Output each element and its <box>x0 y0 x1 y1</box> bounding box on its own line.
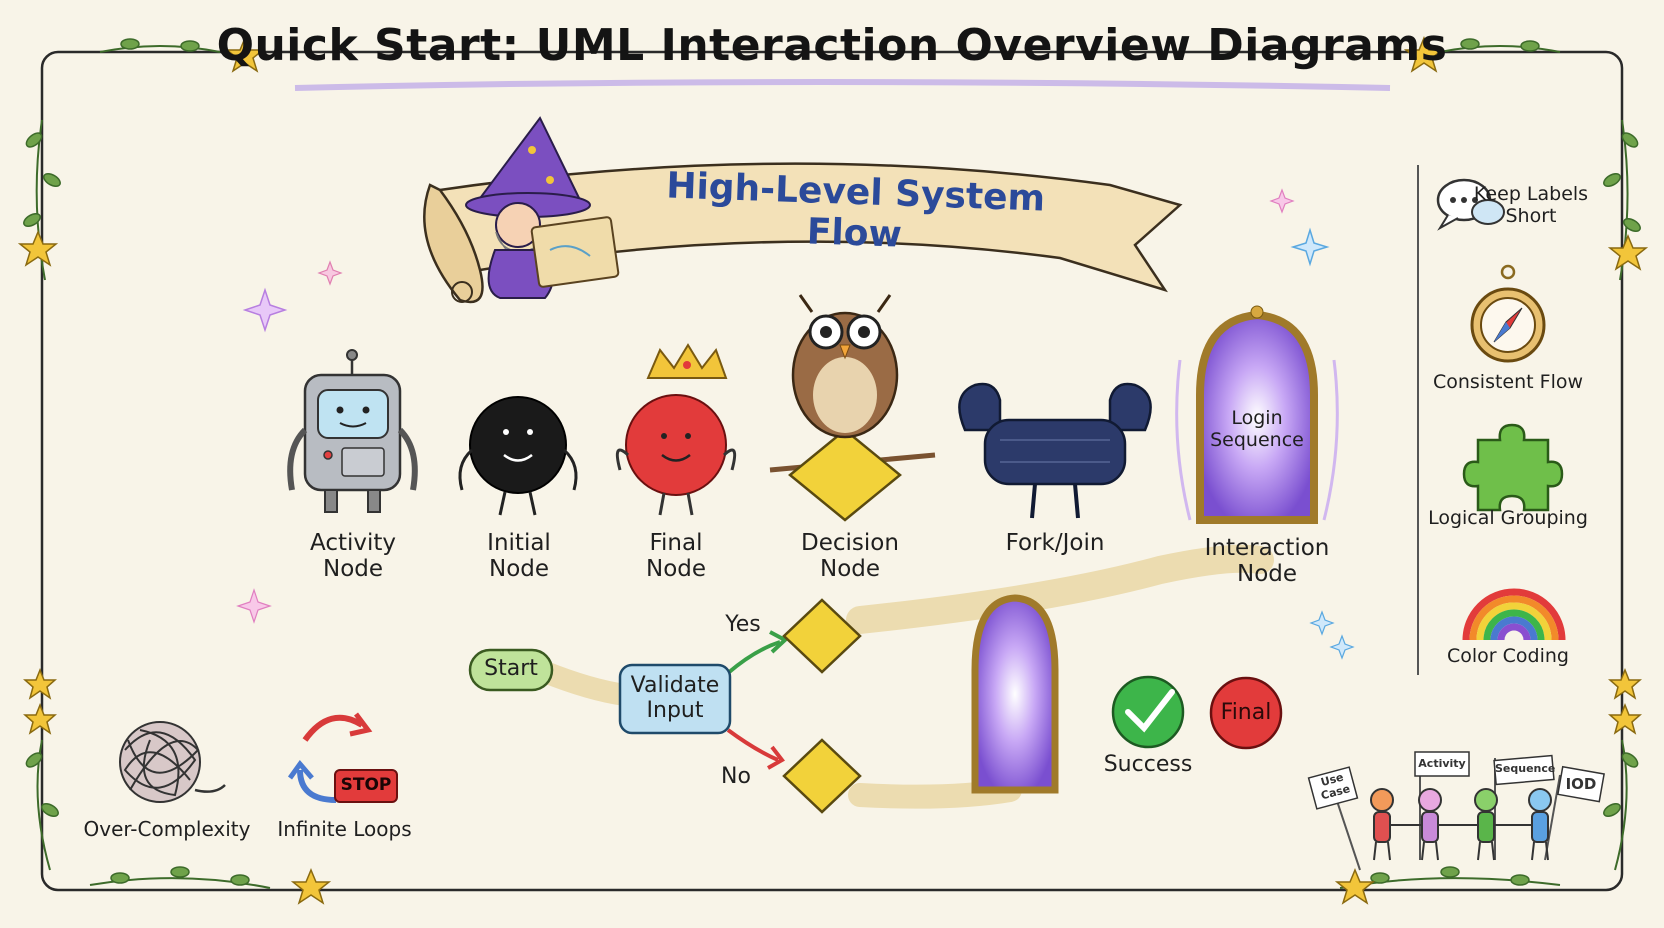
wizard-mascot-icon <box>465 116 620 299</box>
banner-title: High-Level System Flow <box>665 165 1046 256</box>
portal-interaction-node-icon <box>1175 305 1339 524</box>
activity-node-label: Activity Node <box>309 530 396 583</box>
tangled-knot-icon <box>119 721 226 803</box>
decision-node-label: Decision Node <box>801 530 899 583</box>
initial-node-label: Initial Node <box>487 530 551 583</box>
flag-iod: IOD <box>1565 775 1597 793</box>
tip-keep-labels-short: Keep Labels Short <box>1473 183 1589 227</box>
flag-sequence: Sequence <box>1495 762 1556 775</box>
portal-login-sequence-label: Login Sequence <box>1210 407 1304 451</box>
speech-bubbles-icon <box>1436 178 1505 231</box>
final-flow-label: Final <box>1220 700 1272 725</box>
pitfall-over-complexity: Over-Complexity <box>83 817 251 841</box>
interaction-node-label: Interaction Node <box>1204 535 1330 588</box>
fork-join-label: Fork/Join <box>1005 530 1105 556</box>
final-flow-node <box>1209 676 1283 750</box>
team-flags-icon <box>1307 751 1605 871</box>
tip-consistent-flow: Consistent Flow <box>1432 371 1584 393</box>
stop-sign-label: STOP <box>340 775 392 795</box>
robot-activity-node-icon <box>287 349 418 513</box>
initial-node-icon <box>458 396 578 516</box>
page-frame <box>40 50 1624 892</box>
no-label: No <box>721 764 751 789</box>
flow-arrows <box>726 630 789 770</box>
owl-decision-node-icon <box>769 294 936 522</box>
infinite-loop-stop-icon <box>287 712 398 803</box>
yes-decision-diamond <box>782 598 862 674</box>
no-decision-diamond <box>782 738 862 814</box>
final-node-label: Final Node <box>645 530 707 583</box>
success-label: Success <box>1103 752 1193 777</box>
compass-icon <box>1470 264 1546 363</box>
start-node <box>468 648 554 692</box>
fork-join-bar-icon <box>958 382 1152 519</box>
success-check-icon <box>1111 675 1185 749</box>
rainbow-icon <box>1462 588 1566 641</box>
tip-color-coding: Color Coding <box>1447 645 1569 667</box>
pitfall-infinite-loops: Infinite Loops <box>277 817 412 841</box>
star-decorations <box>17 36 1649 905</box>
flow-portal-icon <box>971 594 1059 794</box>
sparkle-decorations <box>236 188 1355 660</box>
validate-input-label: Validate Input <box>630 673 720 724</box>
puzzle-piece-icon <box>1462 423 1564 512</box>
tip-logical-grouping: Logical Grouping <box>1428 507 1588 529</box>
flag-activity: Activity <box>1418 757 1466 770</box>
validate-input-node <box>618 663 732 735</box>
banner-scroll <box>423 162 1183 304</box>
page-title: Quick Start: UML Interaction Overview Di… <box>216 20 1448 71</box>
final-node-crown-icon <box>615 343 737 516</box>
start-label: Start <box>484 656 538 681</box>
title-underline <box>294 79 1391 91</box>
yes-label: Yes <box>725 612 761 637</box>
